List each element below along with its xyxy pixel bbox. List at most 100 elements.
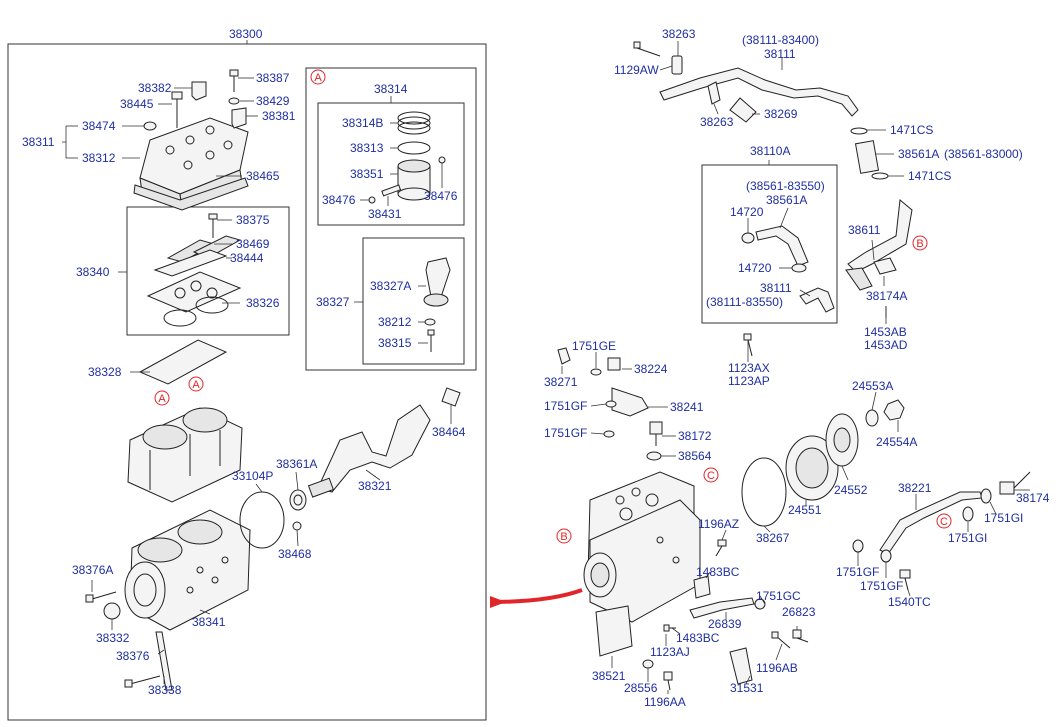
gasket-38267 (741, 457, 787, 527)
label-26823: 26823 (782, 605, 816, 619)
label-38111-inner: 38111 (760, 281, 792, 295)
conrod-38327A (423, 257, 451, 307)
label-38429: 38429 (256, 94, 290, 108)
label-38271: 38271 (544, 375, 578, 389)
label-38111-code: (38111-83400) (742, 33, 819, 47)
label-38464: 38464 (432, 425, 466, 439)
washer-24553A (865, 409, 879, 427)
label-38326: 38326 (246, 296, 280, 310)
hose-38561A (854, 140, 880, 174)
frame-piston-group (305, 67, 477, 371)
bolt-38376 (124, 675, 161, 688)
label-1129AW: 1129AW (614, 63, 659, 77)
label-38328: 38328 (88, 365, 122, 379)
fitting-38224 (607, 357, 621, 371)
washer-38564 (646, 451, 662, 461)
label-1483BC-upper: 1483BC (696, 565, 740, 579)
marker-a1: A (310, 69, 326, 85)
label-26839: 26839 (708, 617, 742, 631)
label-24552: 24552 (834, 483, 868, 497)
label-38313: 38313 (350, 141, 384, 155)
label-38561-code: (38561-83000) (944, 147, 1023, 161)
label-38111: 38111 (764, 47, 796, 61)
bolt-38445 (171, 91, 183, 128)
label-1471CS-top: 1471CS (890, 123, 933, 137)
svg-text:C: C (940, 516, 948, 528)
svg-text:C: C (707, 470, 715, 482)
washer-1751GIb (962, 506, 974, 522)
label-38476-right: 38476 (424, 189, 458, 203)
label-38561A-2: 38561A (766, 193, 807, 207)
label-14720-bottom: 14720 (738, 261, 772, 275)
plug-38474 (143, 121, 157, 131)
label-1123AX: 1123AX (728, 361, 770, 375)
label-38263-mid: 38263 (700, 115, 734, 129)
frame-38110A (701, 164, 838, 324)
plate-38521 (595, 605, 633, 657)
label-38311: 38311 (22, 135, 55, 149)
label-38340: 38340 (76, 265, 110, 279)
frame-38327 (362, 237, 465, 365)
label-38224: 38224 (634, 362, 668, 376)
label-38174A: 38174A (866, 289, 907, 303)
label-1751GF-upper: 1751GF (544, 399, 587, 413)
label-38387: 38387 (256, 71, 290, 85)
bolt-1196AB (771, 631, 791, 649)
label-38561A: 38561A (898, 147, 939, 161)
cylinder-block (127, 407, 243, 503)
label-1196AA: 1196AA (644, 695, 686, 709)
label-38172: 38172 (678, 429, 712, 443)
label-38564: 38564 (678, 449, 712, 463)
clamp-14720a (741, 232, 755, 244)
pointer-arrow (489, 588, 583, 604)
bracket-38381 (231, 107, 247, 129)
ring-38468 (292, 521, 302, 531)
gasket-38328 (138, 339, 228, 385)
label-38314: 38314 (374, 82, 408, 96)
label-38338: 38338 (148, 683, 182, 697)
label-38611: 38611 (848, 223, 881, 237)
bracket-38338 (155, 631, 173, 691)
marker-b1: B (912, 235, 928, 251)
label-38468: 38468 (278, 547, 312, 561)
bolt-38387 (229, 69, 239, 92)
crankcase-38341 (124, 509, 251, 631)
label-38269: 38269 (764, 107, 798, 121)
rings-38314B (397, 111, 431, 135)
label-38474: 38474 (82, 119, 116, 133)
fitting-38174 (999, 471, 1031, 495)
label-1453AD: 1453AD (864, 338, 908, 352)
svg-text:B: B (560, 531, 567, 543)
compressor-assembly (583, 471, 701, 623)
label-38314B: 38314B (342, 116, 383, 130)
pin-38431 (381, 184, 402, 197)
frame-38300 (7, 43, 487, 721)
pipe-38111 (659, 67, 859, 117)
label-1751GI-right: 1751GI (984, 511, 1023, 525)
label-38476-left: 38476 (322, 193, 356, 207)
label-38263-top: 38263 (662, 27, 696, 41)
label-38561-code-2: (38561-83550) (746, 179, 825, 193)
label-38445: 38445 (120, 97, 154, 111)
washer-1751GFd (880, 549, 892, 563)
label-38332: 38332 (96, 631, 130, 645)
marker-c1: C (703, 467, 719, 483)
bracket-38269 (729, 97, 757, 123)
valve-plate-38326 (146, 271, 242, 313)
label-38312: 38312 (82, 151, 116, 165)
label-1751GE: 1751GE (572, 339, 616, 353)
label-38376: 38376 (116, 649, 150, 663)
bolt-1196AZ (715, 539, 727, 557)
label-1123AP: 1123AP (728, 374, 770, 388)
label-1123AJ: 1123AJ (650, 645, 690, 659)
bearing-38464 (441, 387, 461, 407)
bracket-38382 (191, 81, 207, 101)
label-1751GF-pipe-right: 1751GF (860, 579, 903, 593)
label-14720-top: 14720 (730, 205, 764, 219)
svg-text:B: B (916, 238, 923, 250)
frame-38340 (126, 206, 290, 336)
label-38327: 38327 (316, 295, 350, 309)
washer-38429 (228, 97, 240, 105)
marker-c2: C (936, 513, 952, 529)
washer-1751GFb (603, 430, 615, 438)
